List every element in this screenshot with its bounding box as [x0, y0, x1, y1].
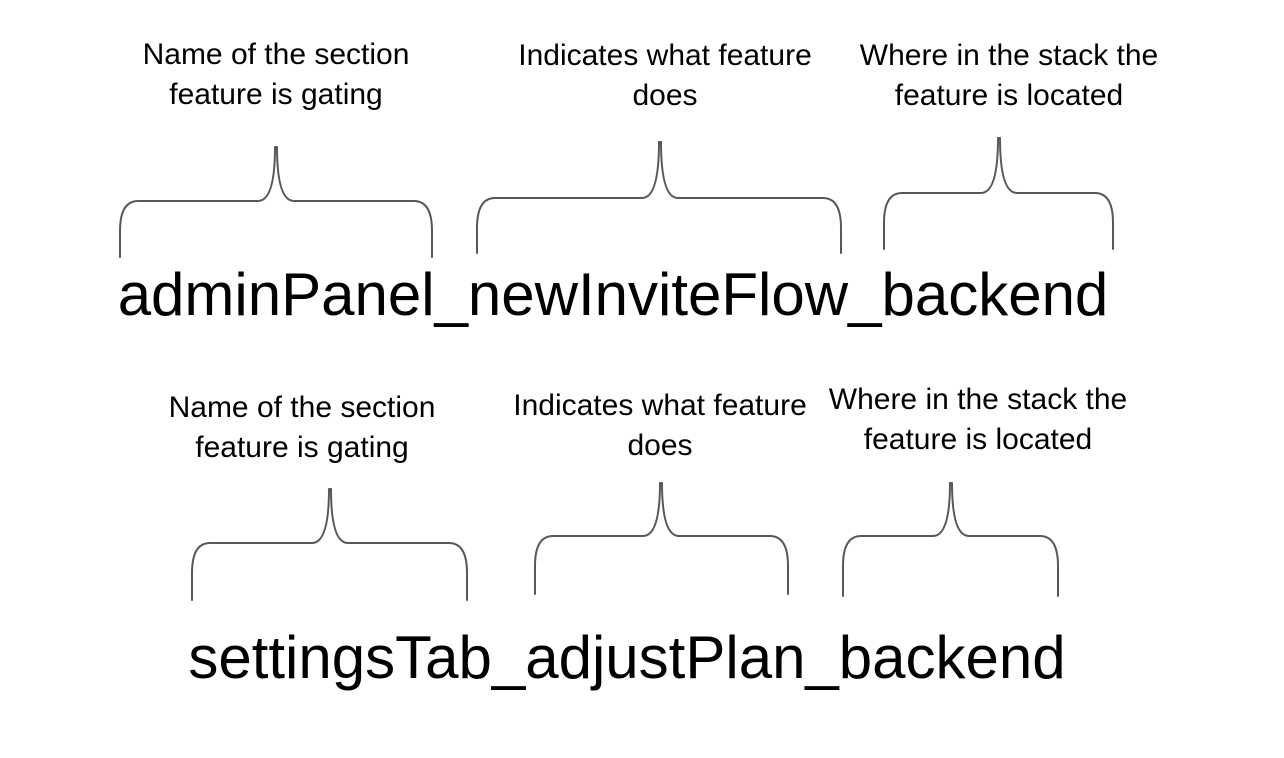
annotation-label-feature-row2: Indicates what feature does: [513, 386, 807, 466]
curly-brace: [842, 482, 1059, 597]
annotation-label-stack-row1: Where in the stack the feature is locate…: [860, 36, 1158, 116]
curly-brace: [476, 141, 842, 254]
curly-brace: [191, 488, 468, 601]
flag-name-row2: settingsTab_adjustPlan_backend: [188, 624, 1066, 691]
flag-name-row1: adminPanel_newInviteFlow_backend: [117, 261, 1109, 328]
annotation-line: does: [632, 79, 698, 112]
annotation-label-stack-row2: Where in the stack the feature is locate…: [829, 380, 1127, 460]
annotation-line: feature is located: [894, 79, 1124, 112]
annotation-line: Name of the section: [142, 38, 410, 71]
annotation-line: Indicates what feature: [518, 39, 812, 72]
curly-brace: [534, 482, 789, 595]
annotation-line: Indicates what feature: [513, 389, 807, 422]
annotation-line: Name of the section: [168, 391, 436, 424]
annotation-line: feature is gating: [195, 431, 409, 464]
annotation-label-section-row1: Name of the section feature is gating: [143, 35, 410, 115]
annotation-line: feature is located: [863, 423, 1093, 456]
annotation-line: Where in the stack the: [828, 383, 1128, 416]
annotation-label-feature-row1: Indicates what feature does: [518, 36, 812, 116]
curly-brace: [119, 146, 433, 258]
annotation-line: does: [627, 429, 693, 462]
annotation-label-section-row2: Name of the section feature is gating: [169, 388, 436, 468]
annotation-line: Where in the stack the: [859, 39, 1159, 72]
curly-brace: [883, 137, 1114, 250]
annotation-line: feature is gating: [169, 78, 383, 111]
